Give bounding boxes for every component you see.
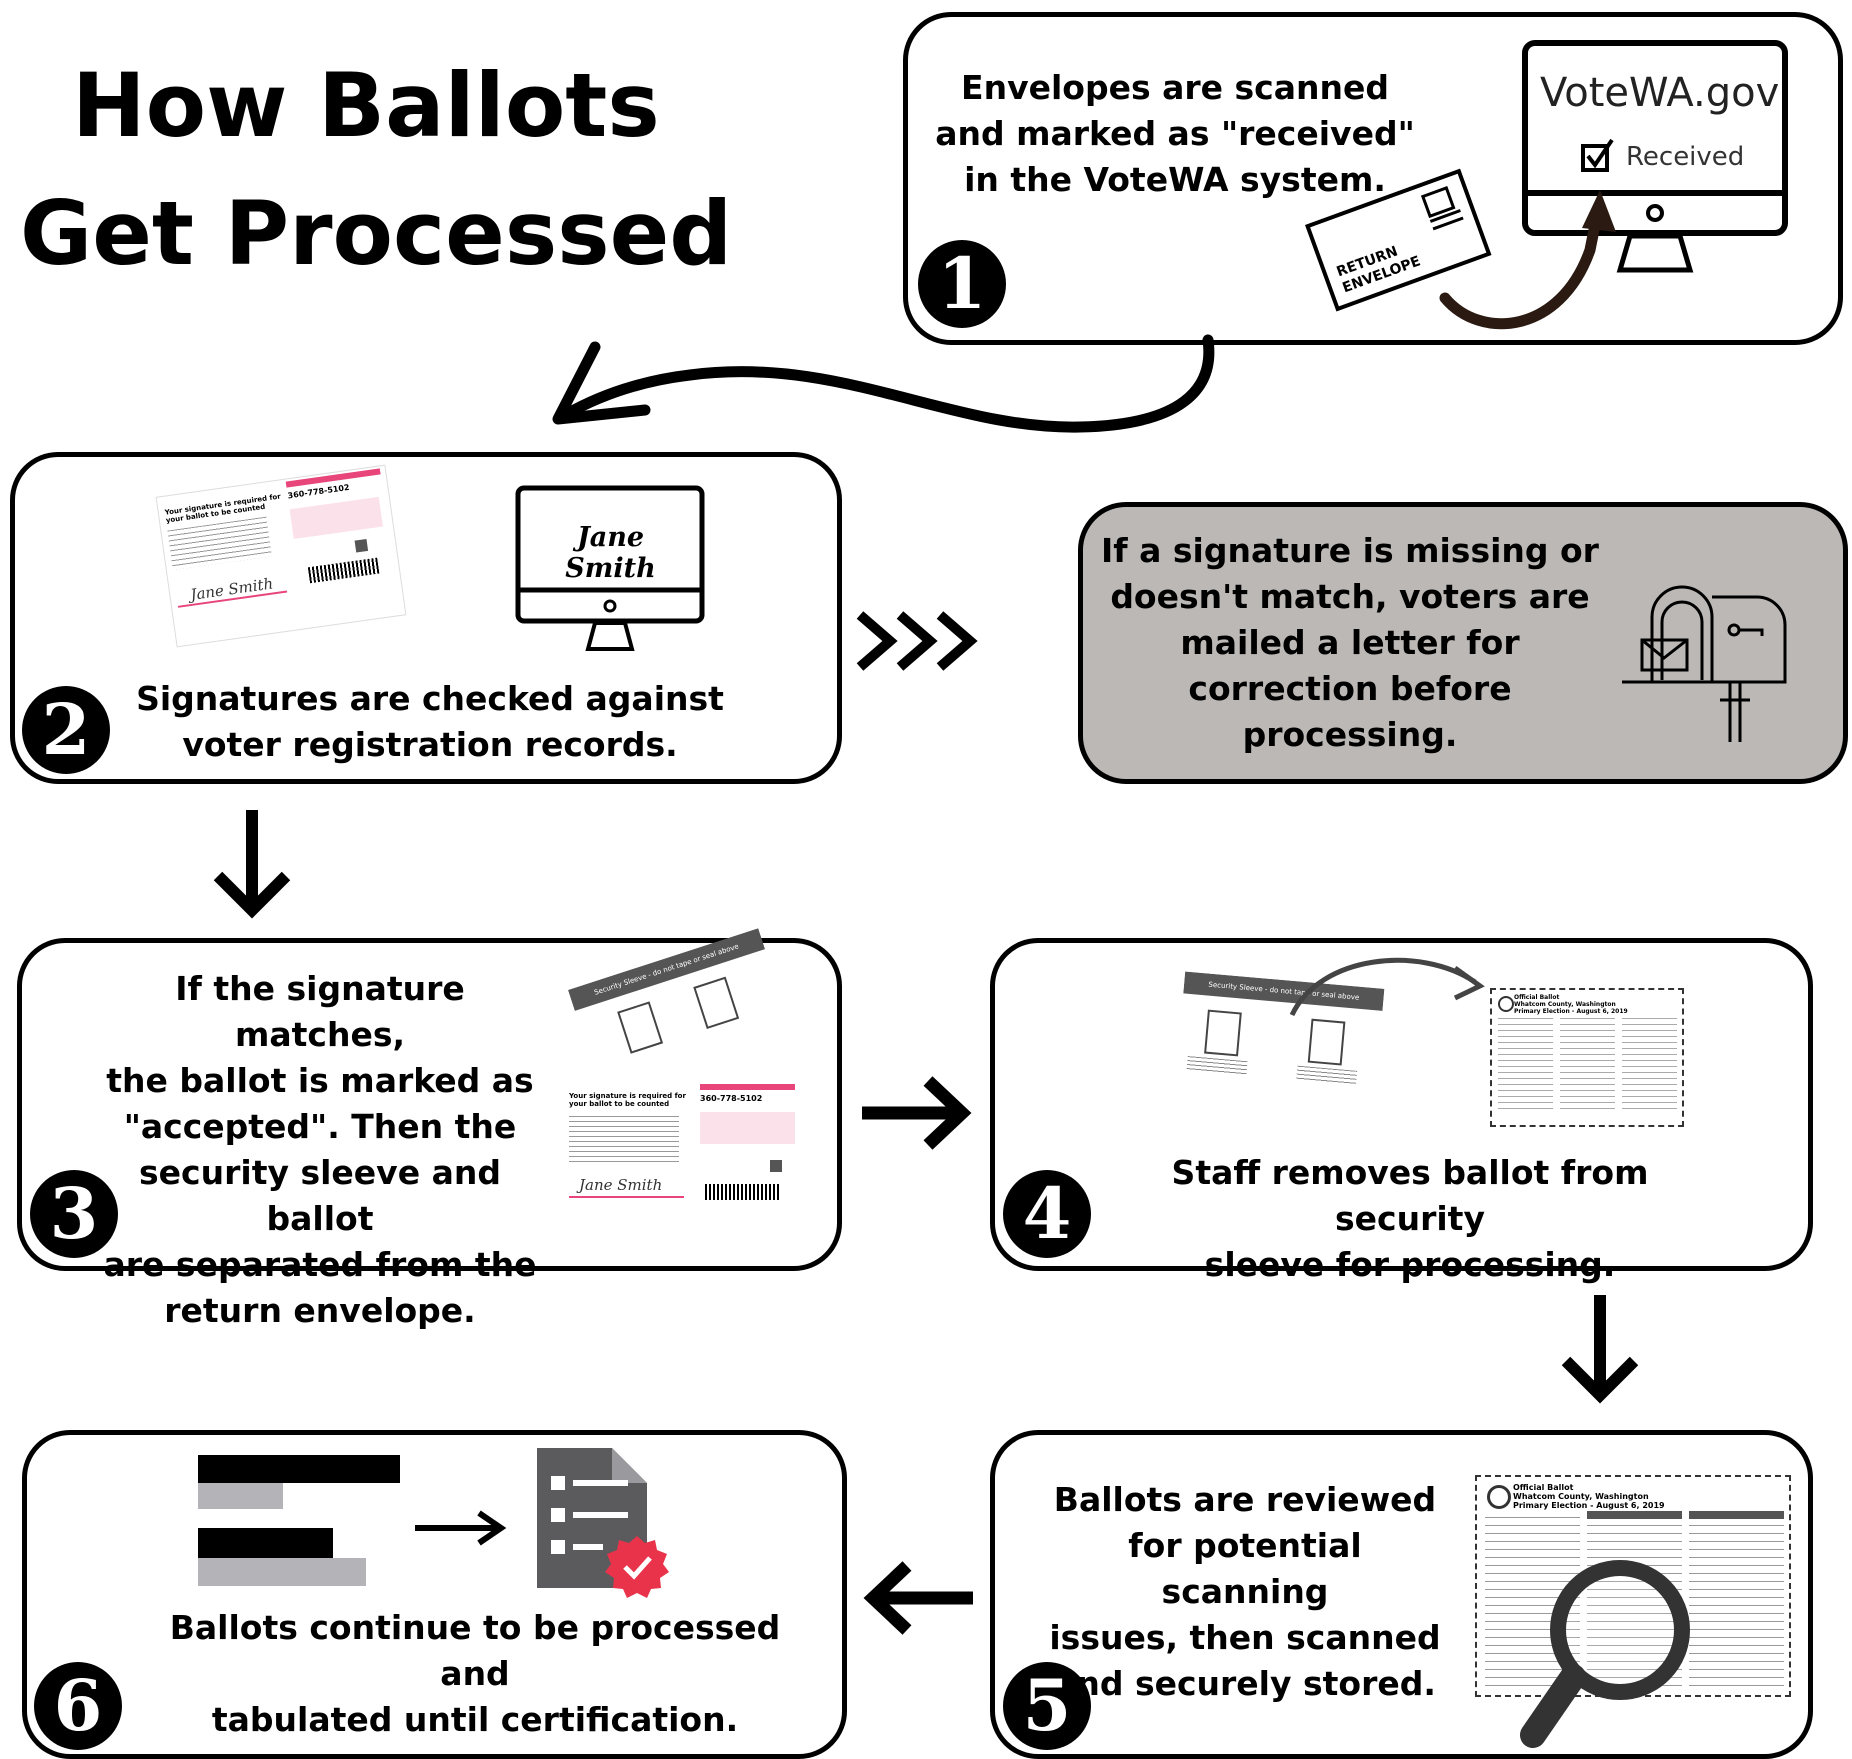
signature-form-illustration: Your signature is required for your ball… — [155, 464, 407, 648]
arrow-right-icon — [415, 1510, 507, 1546]
mailbox-icon — [1622, 585, 1787, 742]
step-6-card — [22, 1430, 847, 1759]
step-2-text: Signatures are checked against voter reg… — [130, 676, 730, 768]
step-2-line: Signatures are checked against — [136, 679, 724, 718]
step-6-number: 6 — [34, 1662, 122, 1750]
page-title: How Ballots — [72, 62, 660, 150]
page-title-2: Get Processed — [20, 190, 732, 278]
step-3-line: "accepted". Then the — [123, 1107, 517, 1146]
form-phone: 360-778-5102 — [700, 1094, 763, 1103]
form-heading-line: Your signature is required for — [569, 1092, 686, 1100]
computer-monitor-icon — [1522, 40, 1788, 273]
step-2-line: voter registration records. — [182, 725, 678, 764]
step-1-text: Envelopes are scanned and marked as "rec… — [935, 65, 1415, 203]
step-3-line: security sleeve and ballot — [139, 1153, 501, 1238]
ballot-title-line: Official Ballot — [1514, 994, 1560, 1001]
step-1-line: and marked as "received" — [935, 114, 1415, 153]
verified-badge-icon — [605, 1536, 669, 1598]
step-5-line: Ballots are reviewed — [1053, 1480, 1437, 1519]
step-3-text: If the signature matches, the ballot is … — [90, 966, 550, 1334]
note-line: If a signature is missing or — [1101, 531, 1599, 570]
step-6-text: Ballots continue to be processed and tab… — [130, 1605, 820, 1743]
step-5-line: for potential scanning — [1128, 1526, 1362, 1611]
step-3-number: 3 — [30, 1170, 118, 1258]
ballot-title: Official Ballot Whatcom County, Washingt… — [1513, 1483, 1665, 1510]
checklist-document-icon — [537, 1448, 669, 1598]
step-number-label: 2 — [41, 688, 91, 771]
step-4-line: sleeve for processing. — [1204, 1245, 1616, 1284]
step-4-number: 4 — [1003, 1170, 1091, 1258]
arrow-right-icon — [862, 1076, 972, 1150]
note-line: processing. — [1242, 715, 1458, 754]
step-5-line: issues, then scanned — [1049, 1618, 1441, 1657]
computer-monitor-icon — [515, 485, 705, 651]
step-5-number: 5 — [1003, 1662, 1091, 1750]
step-number-label: 1 — [937, 242, 987, 325]
ballot-illustration: Official Ballot Whatcom County, Washingt… — [1475, 1475, 1791, 1697]
step-3-line: are separated from the — [103, 1245, 537, 1284]
chevron-triple-icon — [856, 611, 978, 671]
step-5-line: and securely stored. — [1054, 1664, 1436, 1703]
ballot-title-line: Primary Election - August 6, 2019 — [1513, 1501, 1665, 1510]
step-number-label: 5 — [1022, 1664, 1072, 1747]
step-6-line: tabulated until certification. — [211, 1700, 739, 1739]
arrow-step1-to-step2 — [552, 334, 1215, 433]
ballot-title-line: Whatcom County, Washington — [1514, 1001, 1616, 1008]
step-3-line: the ballot is marked as — [106, 1061, 534, 1100]
step-1-line: in the VoteWA system. — [964, 160, 1386, 199]
step-number-label: 4 — [1022, 1172, 1072, 1255]
envelope-to-monitor-arrow — [1439, 190, 1616, 330]
step-number-label: 6 — [53, 1664, 103, 1747]
title-line-1: How Ballots — [72, 54, 660, 157]
step-1-line: Envelopes are scanned — [961, 68, 1389, 107]
step-4-line: Staff removes ballot from security — [1171, 1153, 1649, 1238]
arrow-left-icon — [863, 1561, 973, 1635]
step-number-label: 3 — [49, 1172, 99, 1255]
step-3-line: If the signature matches, — [175, 969, 465, 1054]
sleeve-to-ballot-arrow — [1289, 957, 1485, 1017]
form-heading-line: your ballot to be counted — [569, 1100, 670, 1108]
ballot-title: Official Ballot Whatcom County, Washingt… — [1514, 994, 1628, 1015]
title-line-2: Get Processed — [20, 182, 733, 285]
magnifying-glass-icon — [1520, 1560, 1690, 1748]
bar-chart-icon — [198, 1455, 400, 1586]
correction-note-card — [1078, 502, 1848, 784]
arrow-down-icon — [1561, 1295, 1639, 1404]
signature-form-illustration: Your signature is required for your ball… — [565, 1080, 800, 1240]
ballot-title-line: Whatcom County, Washington — [1513, 1492, 1649, 1501]
note-line: mailed a letter for — [1180, 623, 1520, 662]
form-signature: Jane Smith — [579, 1176, 663, 1194]
checkbox-checked-icon — [1581, 138, 1614, 172]
arrow-down-icon — [213, 810, 291, 919]
form-heading: Your signature is required for your ball… — [569, 1092, 686, 1108]
ballot-title-line: Official Ballot — [1513, 1483, 1574, 1492]
ballot-title-line: Primary Election - August 6, 2019 — [1514, 1008, 1628, 1015]
step-5-text: Ballots are reviewed for potential scann… — [1040, 1477, 1450, 1707]
step-3-line: return envelope. — [164, 1291, 476, 1330]
step-4-text: Staff removes ballot from security sleev… — [1100, 1150, 1720, 1288]
monitor-site-label: VoteWA.gov — [1540, 70, 1780, 116]
step-1-number: 1 — [918, 240, 1006, 328]
step-2-number: 2 — [22, 686, 110, 774]
monitor-signature: Jane Smith — [565, 522, 656, 584]
correction-note-text: If a signature is missing or doesn't mat… — [1100, 528, 1600, 758]
note-line: doesn't match, voters are — [1110, 577, 1590, 616]
step-6-line: Ballots continue to be processed and — [169, 1608, 781, 1693]
note-line: correction before — [1188, 669, 1512, 708]
ballot-illustration: Official Ballot Whatcom County, Washingt… — [1490, 988, 1684, 1127]
monitor-status-label: Received — [1626, 142, 1745, 172]
